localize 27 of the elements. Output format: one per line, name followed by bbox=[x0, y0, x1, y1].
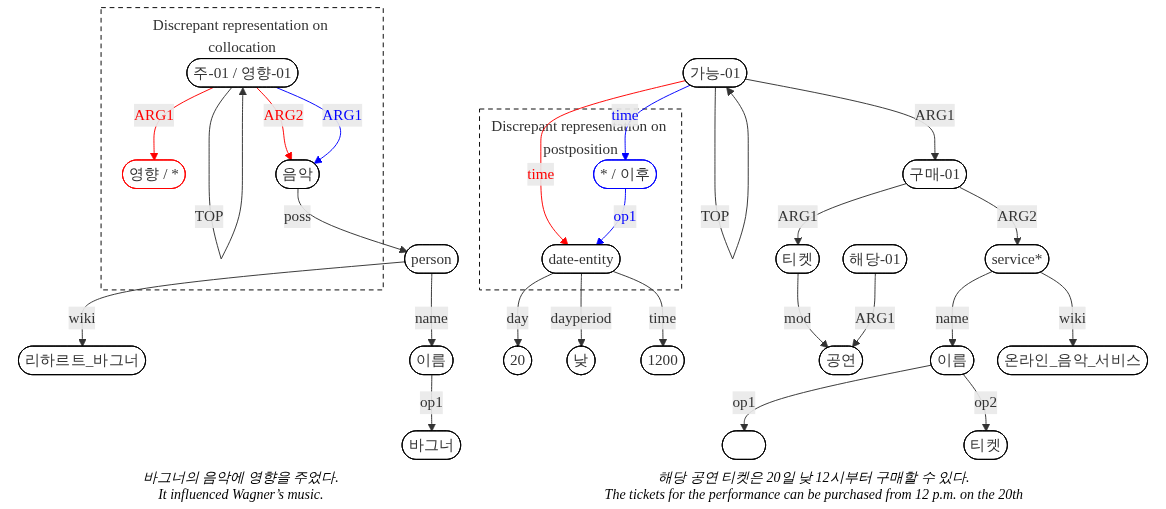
edge-label: ARG1 bbox=[777, 208, 818, 225]
edge-label: ARG1 bbox=[133, 106, 174, 123]
edge-label: TOP bbox=[700, 208, 730, 225]
edge-label: op1 bbox=[419, 394, 443, 411]
edge-label: ARG2 bbox=[263, 106, 304, 123]
caption-text: 바그너의 음악에 영향을 주었다. bbox=[142, 469, 339, 487]
caption-text: It influenced Wagner’s music. bbox=[158, 487, 324, 503]
edge-label: wiki bbox=[1059, 309, 1087, 326]
edge-label: wiki bbox=[68, 309, 96, 326]
edge-label: day bbox=[506, 309, 529, 326]
caption-text: The tickets for the performance can be purchased from 12 p.m. on the 20th bbox=[604, 487, 1024, 503]
edge-label: time bbox=[649, 309, 677, 326]
edge-label: op2 bbox=[974, 394, 998, 411]
edge-label: ARG2 bbox=[997, 208, 1037, 225]
edge-label: ARG1 bbox=[854, 309, 895, 326]
edge-label: name bbox=[414, 309, 448, 326]
edge-label: TOP bbox=[194, 208, 224, 225]
caption-text: 해당 공연 티켓은 20일 낮 12시부터 구매할 수 있다. bbox=[658, 469, 970, 487]
edge-label: ARG1 bbox=[322, 106, 363, 123]
edge-label: name bbox=[935, 309, 969, 326]
edge-label: op1 bbox=[732, 394, 756, 411]
edge-label: dayperiod bbox=[550, 309, 612, 326]
edge-label: mod bbox=[784, 309, 812, 326]
edge-label: poss bbox=[283, 208, 312, 225]
edge-label: ARG1 bbox=[914, 106, 955, 123]
edge-label: op1 bbox=[613, 208, 637, 225]
edge-label: time bbox=[527, 165, 555, 182]
